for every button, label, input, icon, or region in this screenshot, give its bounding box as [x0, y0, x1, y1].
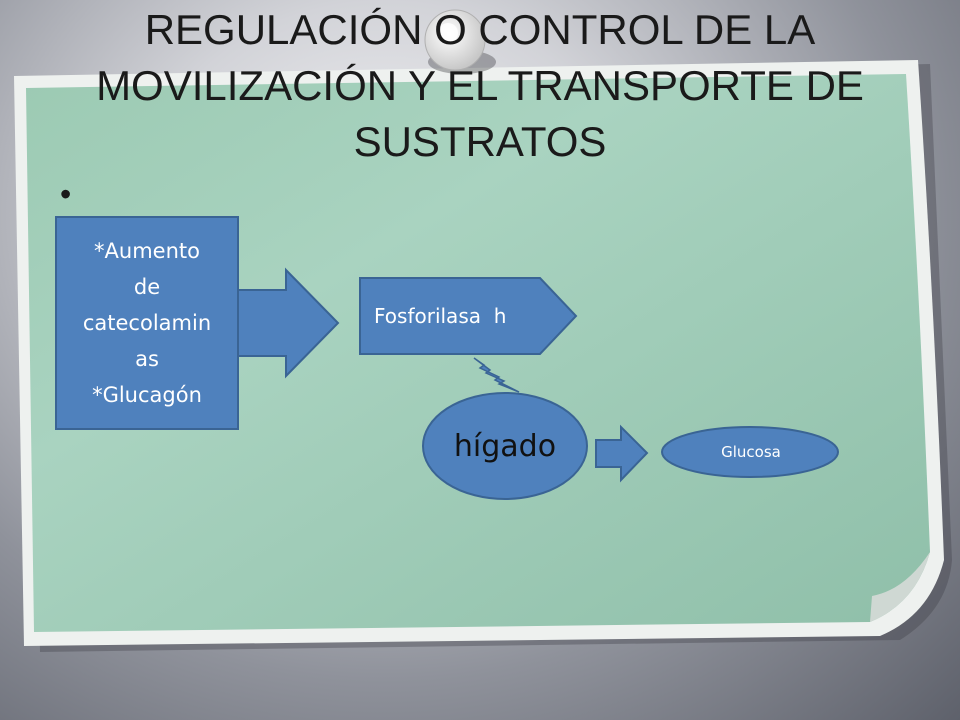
big-arrow-shape	[237, 267, 340, 379]
product-label: Glucosa	[721, 443, 781, 461]
pushpin-icon	[424, 9, 496, 74]
title-line-3: SUSTRATOS	[353, 118, 607, 165]
product-ellipse	[661, 426, 839, 478]
bullet-point: •	[60, 176, 72, 212]
slide-title: REGULACIÓN O CONTROL DE LA MOVILIZACIÓN …	[40, 2, 920, 170]
stimulus-line: as	[135, 347, 159, 371]
enzyme-label: Fosforilasa h	[374, 304, 507, 328]
stimulus-box-text: *Aumento de catecolamin as *Glucagón	[56, 217, 238, 429]
small-arrow-shape	[595, 424, 649, 483]
stimulus-line: catecolamin	[82, 311, 212, 335]
stimulus-line: *Aumento	[94, 239, 200, 263]
stimulus-line: *Glucagón	[92, 383, 202, 407]
stimulus-line: de	[133, 275, 161, 299]
stimulus-box	[55, 216, 239, 430]
organ-ellipse	[422, 392, 588, 500]
enzyme-shape	[359, 277, 578, 355]
title-line-2: MOVILIZACIÓN Y EL TRANSPORTE DE	[96, 62, 864, 109]
title-line-1: REGULACIÓN O CONTROL DE LA	[144, 6, 816, 53]
organ-label: hígado	[453, 428, 557, 464]
lightning-bolt-icon	[473, 357, 520, 393]
board-fold	[870, 552, 930, 622]
